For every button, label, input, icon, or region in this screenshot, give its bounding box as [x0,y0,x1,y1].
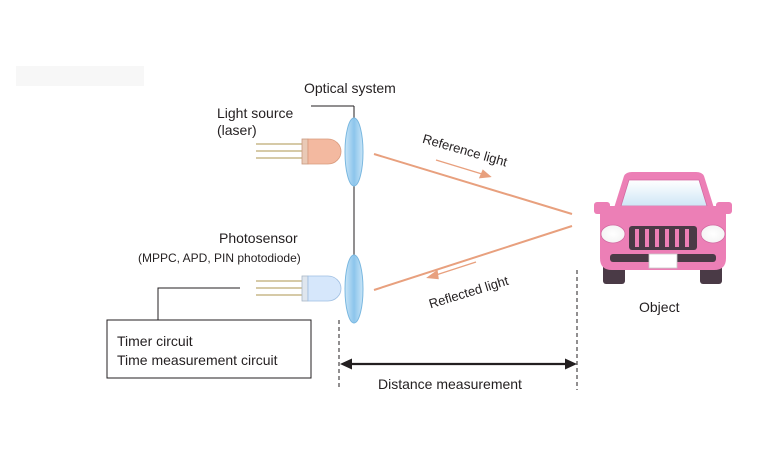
object-label: Object [639,299,680,315]
time-measurement-label: Time measurement circuit [117,352,278,368]
watermark-bar [16,66,144,86]
reflected-beam [373,225,573,291]
reference-beam [373,153,573,215]
reflected-arrow [426,261,477,280]
optical-system-label: Optical system [304,80,396,96]
distance-arrow [340,358,577,370]
photosensor-label: Photosensor [219,230,298,246]
car-object [594,172,732,284]
sensor-to-timer-line [157,287,240,320]
light-source-label: Light source [217,105,294,121]
photosensor-sub-label: (MPPC, APD, PIN photodiode) [138,251,301,265]
timer-circuit-label: Timer circuit [117,333,193,349]
laser-light-source [256,138,342,165]
lower-lens [344,254,364,324]
light-source-sub-label: (laser) [217,122,257,138]
distance-measurement-label: Distance measurement [378,376,522,392]
upper-lens [344,117,364,187]
optical-system-bracket [311,105,355,256]
timer-circuit-box [106,319,312,379]
reference-arrow [435,159,492,179]
photosensor [256,275,342,302]
